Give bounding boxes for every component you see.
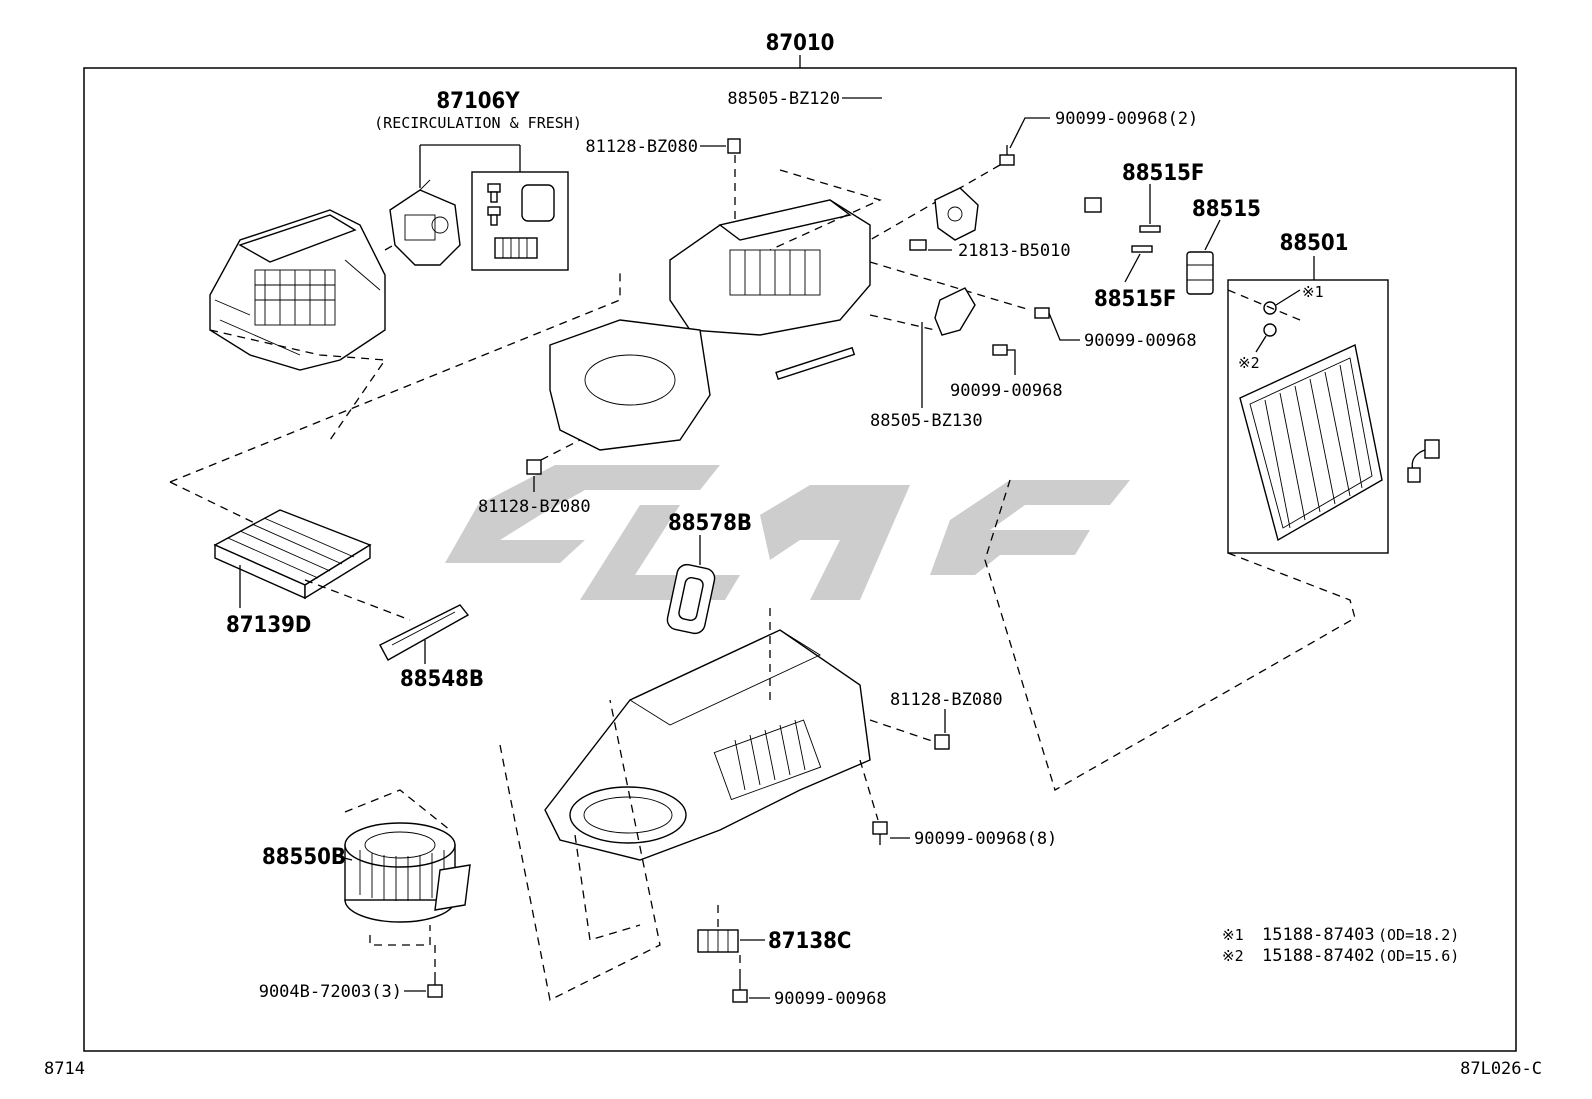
bolt-f-icons [1084, 197, 1161, 253]
screw-blower-number: 9004B-72003(3) [259, 982, 402, 1002]
bracket-drawing [934, 287, 976, 336]
figure-code: 87L026-C [1460, 1059, 1542, 1079]
note-2-spec: (OD=15.6) [1378, 947, 1459, 965]
screw-blower-icon [427, 972, 443, 998]
screw-b-number: 90099-00968 [950, 381, 1063, 401]
note-2-mark: ※2 [1222, 947, 1244, 965]
page-code: 8714 [44, 1059, 85, 1079]
screw-resistor-icon [732, 975, 748, 1003]
bracket-number: 88505-BZ130 [870, 411, 983, 431]
clip-mid-number: 81128-BZ080 [478, 497, 591, 517]
blower-motor-drawing [344, 822, 471, 923]
damper-servo-number: 87106Y [436, 89, 520, 114]
hose-number: 88505-BZ120 [727, 89, 840, 109]
servo-kit-box [471, 171, 569, 271]
blower-motor-number: 88550B [262, 845, 346, 870]
damper-servo-note: (RECIRCULATION & FRESH) [374, 114, 582, 132]
mode-servo-drawing [934, 187, 979, 241]
note-1-spec: (OD=18.2) [1378, 926, 1459, 944]
evaporator-box [1227, 279, 1389, 554]
expansion-valve-drawing [1186, 251, 1214, 295]
assembly-number: 87010 [766, 31, 835, 56]
expansion-valve-number: 88515 [1192, 197, 1261, 222]
resistor-drawing [697, 929, 739, 953]
bolt-f-top-number: 88515F [1122, 161, 1204, 186]
gasket-drawing [666, 563, 716, 635]
screw-a-number: 90099-00968 [1084, 331, 1197, 351]
screw-8-icon [872, 821, 888, 845]
note-2-part: 15188-87402 [1262, 946, 1375, 966]
hose-drawing [866, 97, 906, 180]
oring-notes: ※1 15188-87403 (OD=18.2) ※2 15188-87402 … [1222, 925, 1459, 966]
thermistor-connector-drawing [1407, 439, 1440, 483]
bolt-f-bottom-number: 88515F [1094, 287, 1176, 312]
clip-mid-icon [526, 459, 542, 475]
clip-low-number: 81128-BZ080 [890, 690, 1003, 710]
clip-low-icon [934, 734, 950, 750]
oring-mark-2: ※2 [1238, 354, 1260, 372]
oring-mark-1: ※1 [1302, 283, 1324, 301]
screw-b-icon [992, 344, 1008, 356]
evaporator-number: 88501 [1280, 231, 1349, 256]
intake-case-drawing [209, 209, 386, 371]
damper-servo-drawing [389, 179, 461, 266]
heater-case-lower-drawing [544, 629, 871, 861]
note-1-mark: ※1 [1222, 926, 1244, 944]
screw-a-icon [1034, 307, 1050, 319]
watermark-logo [445, 465, 1130, 600]
sensor-icon [909, 239, 927, 251]
filter-cover-drawing [379, 604, 470, 661]
sensor-number: 21813-B5010 [958, 241, 1071, 261]
note-1-part: 15188-87403 [1262, 925, 1375, 945]
clip-top-icon [727, 138, 741, 154]
clip-top-number: 81128-BZ080 [585, 137, 698, 157]
screw-resistor-number: 90099-00968 [774, 989, 887, 1009]
evaporator-drawing [1239, 343, 1383, 542]
oring-2-icon [1263, 323, 1277, 337]
screw-8-number: 90099-00968(8) [914, 829, 1057, 849]
filter-drawing [213, 509, 372, 600]
heater-case-upper-drawing [549, 199, 871, 451]
filter-number: 87139D [226, 613, 311, 638]
gasket-number: 88578B [668, 511, 752, 536]
filter-cover-number: 88548B [400, 667, 484, 692]
resistor-number: 87138C [768, 929, 851, 954]
screw-2-number: 90099-00968(2) [1055, 109, 1198, 129]
screw-2-icon [999, 145, 1015, 166]
